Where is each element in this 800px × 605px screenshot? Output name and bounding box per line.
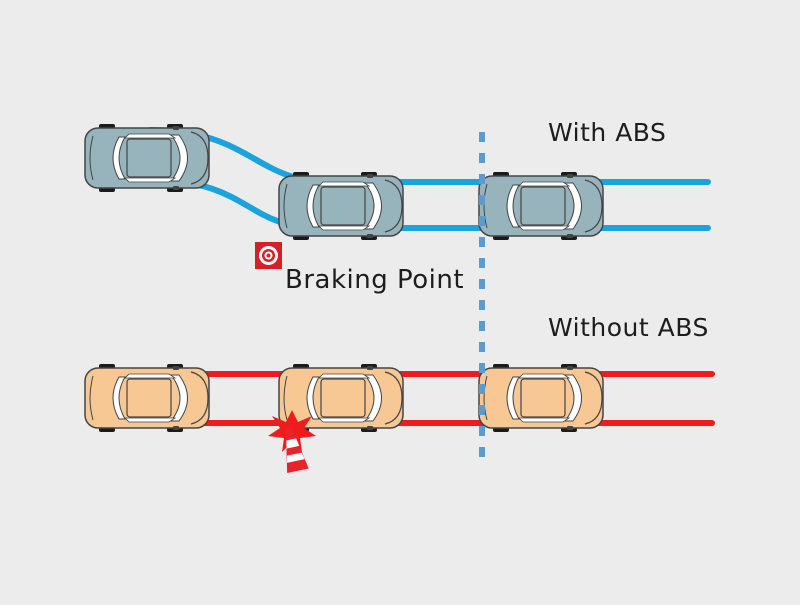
car-with-abs-stopped [478,171,604,241]
without-abs-label: Without ABS [548,313,709,342]
car-without-abs-start [84,363,210,433]
car-without-abs-stopped [478,363,604,433]
with-abs-track-lower [147,177,711,231]
traffic-cone-icon [285,427,309,474]
with-abs-label: With ABS [548,118,667,147]
braking-point-label: Braking Point [285,265,465,295]
car-with-abs-start [84,123,210,193]
target-icon [255,242,282,269]
car-with-abs-braking [278,171,404,241]
without-abs-tracks [107,371,715,426]
